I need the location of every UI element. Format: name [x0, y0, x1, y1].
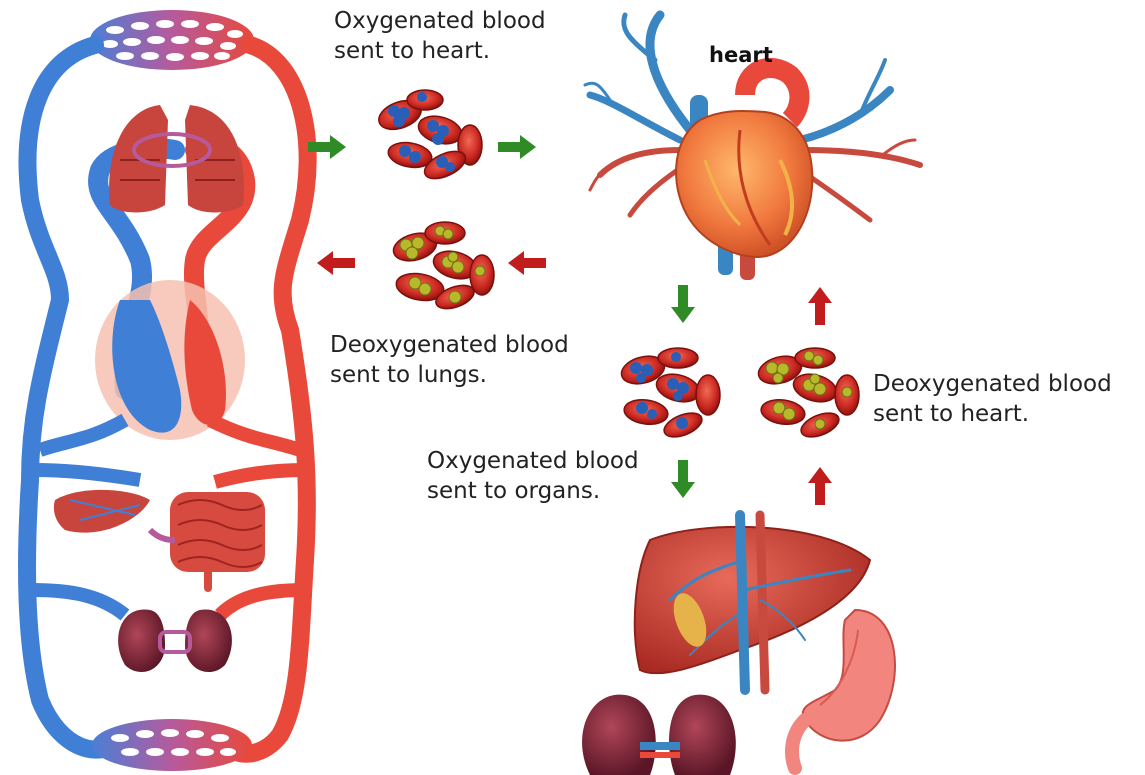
red-blood-cell-icon	[375, 90, 482, 184]
label-line: Deoxygenated blood	[330, 330, 569, 360]
red-blood-cell-icon	[390, 222, 494, 313]
stomach-icon	[792, 610, 895, 768]
legs-capillaries	[92, 719, 252, 771]
intestine-icon	[170, 492, 265, 588]
heart-title: heart	[709, 43, 773, 67]
kidney-icon	[118, 610, 232, 673]
label-line: Oxygenated blood	[427, 446, 639, 476]
red-blood-cell-icon	[755, 348, 859, 442]
label-line: sent to lungs.	[330, 360, 569, 390]
label-deoxygenated-to-heart: Deoxygenated blood sent to heart.	[873, 369, 1112, 429]
kidney-icon	[582, 695, 736, 775]
label-line: Deoxygenated blood	[873, 369, 1112, 399]
circulatory-system-icon	[27, 10, 308, 771]
label-oxygenated-to-heart: Oxygenated blood sent to heart.	[334, 6, 546, 66]
label-deoxygenated-to-lungs: Deoxygenated blood sent to lungs.	[330, 330, 569, 390]
head-capillaries	[90, 10, 254, 70]
label-line: sent to organs.	[427, 476, 639, 506]
label-oxygenated-to-organs: Oxygenated blood sent to organs.	[427, 446, 639, 506]
liver-icon	[635, 515, 870, 690]
liver-icon	[54, 490, 150, 533]
arrow-icon	[308, 135, 695, 498]
label-line: Oxygenated blood	[334, 6, 546, 36]
body-heart-icon	[95, 280, 245, 440]
red-blood-cell-icon	[618, 348, 720, 442]
label-line: sent to heart.	[873, 399, 1112, 429]
label-line: sent to heart.	[334, 36, 546, 66]
